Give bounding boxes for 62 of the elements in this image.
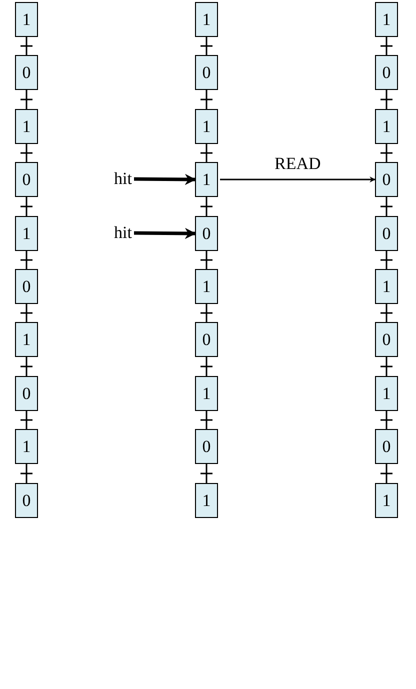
connector-line (380, 90, 392, 109)
connector-line (20, 197, 32, 216)
bit-box: 0 (195, 216, 218, 251)
bit-box: 1 (375, 2, 398, 37)
bit-box: 0 (15, 55, 38, 90)
connector-line (200, 304, 212, 322)
bit-box: 0 (15, 376, 38, 411)
connector-line (380, 197, 392, 216)
connector-line (20, 304, 32, 322)
bit-box: 0 (375, 55, 398, 90)
bit-box: 1 (15, 2, 38, 37)
bit-box: 1 (195, 376, 218, 411)
bit-box: 1 (375, 483, 398, 518)
bit-box: 0 (195, 55, 218, 90)
connector-line (200, 197, 212, 216)
connector-line (200, 464, 212, 483)
bit-box: 1 (195, 2, 218, 37)
connector-line (20, 251, 32, 269)
bit-box: 0 (375, 429, 398, 464)
bit-box: 1 (195, 483, 218, 518)
connector-line (200, 144, 212, 162)
connector-line (20, 411, 32, 429)
connector-line (380, 357, 392, 376)
connector-line (200, 251, 212, 269)
bit-box: 1 (195, 162, 218, 197)
bit-box: 1 (195, 109, 218, 144)
bit-box: 1 (375, 109, 398, 144)
connector-line (380, 304, 392, 322)
arrow (134, 228, 196, 240)
bit-box: 1 (15, 216, 38, 251)
bit-box: 0 (195, 322, 218, 357)
connector-line (380, 144, 392, 162)
bit-box: 1 (15, 109, 38, 144)
connector-line (20, 90, 32, 109)
bit-box: 0 (15, 483, 38, 518)
bit-box: 1 (375, 376, 398, 411)
hit-label: hit (114, 223, 132, 243)
bit-box: 1 (375, 269, 398, 304)
bit-box: 1 (15, 429, 38, 464)
bit-box: 1 (195, 269, 218, 304)
arrow (134, 174, 196, 186)
connector-line (380, 37, 392, 55)
connector-line (380, 464, 392, 483)
connector-line (380, 411, 392, 429)
arrow (220, 176, 376, 182)
connector-line (200, 411, 212, 429)
connector-line (200, 37, 212, 55)
bit-box: 0 (375, 162, 398, 197)
connector-line (200, 90, 212, 109)
connector-line (20, 464, 32, 483)
bit-box: 0 (195, 429, 218, 464)
bit-box: 1 (15, 322, 38, 357)
connector-line (20, 37, 32, 55)
connector-line (200, 357, 212, 376)
connector-line (380, 251, 392, 269)
bit-box: 0 (375, 216, 398, 251)
bit-box: 0 (15, 269, 38, 304)
bit-box: 0 (15, 162, 38, 197)
hit-label: hit (114, 169, 132, 189)
connector-line (20, 357, 32, 376)
connector-line (20, 144, 32, 162)
bit-box: 0 (375, 322, 398, 357)
